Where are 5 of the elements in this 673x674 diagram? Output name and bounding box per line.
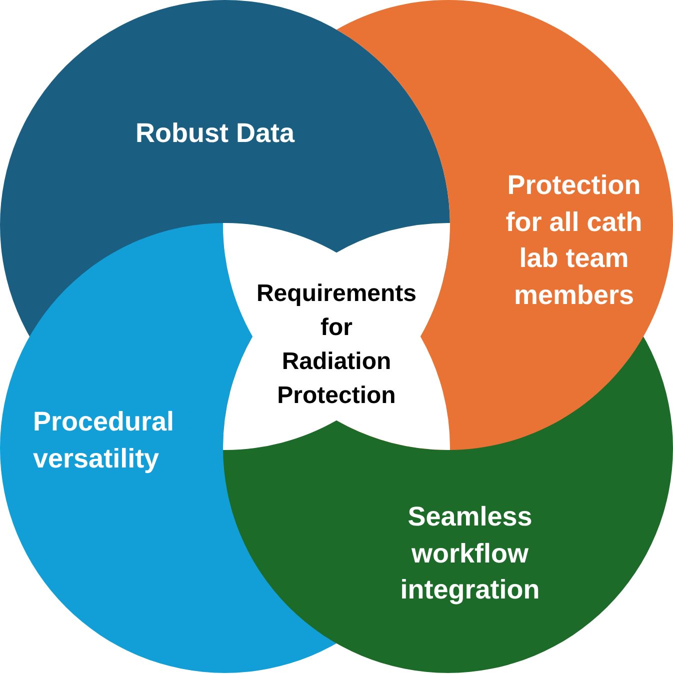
- requirement-label: Seamless workflow integration: [400, 500, 540, 606]
- central-title: Requirements for Radiation Protection: [256, 279, 417, 411]
- requirement-label: Protection for all cath lab team members: [504, 169, 644, 312]
- requirement-label: Procedural versatility: [33, 406, 174, 476]
- requirement-label: Robust Data: [136, 116, 294, 150]
